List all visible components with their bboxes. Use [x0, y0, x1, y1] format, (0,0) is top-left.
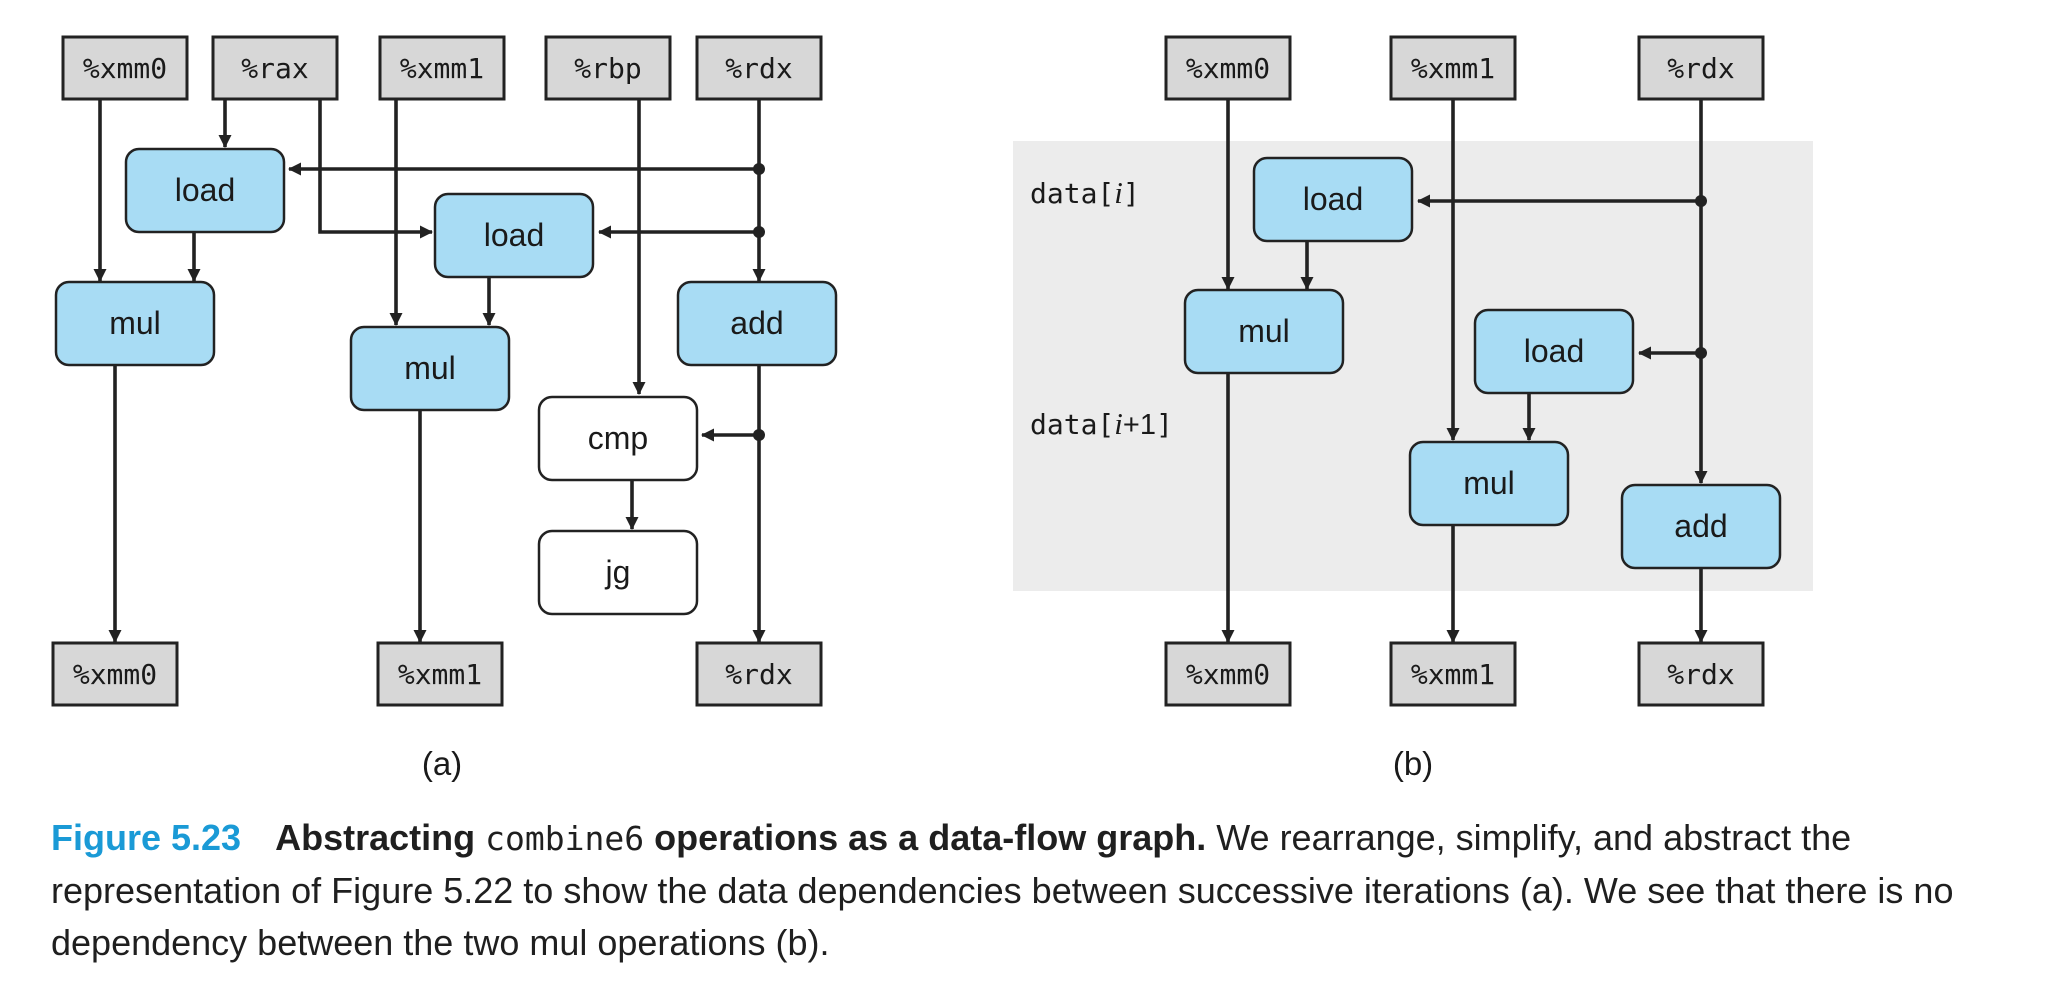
panel-a-label: (a) [422, 745, 462, 782]
op-load-2: load [1473, 308, 1635, 395]
register-rbp-in: %rbp [544, 35, 672, 101]
register-xmm0-in: %xmm0 [61, 35, 189, 101]
wire-rax-to-load2 [318, 99, 433, 239]
svg-text:%rax: %rax [241, 52, 308, 85]
svg-text:mul: mul [404, 350, 456, 386]
register-rdx-out: %rdx [695, 641, 823, 707]
op-add: add [1620, 483, 1782, 570]
op-cmp: cmp [537, 395, 699, 482]
svg-text:load: load [1524, 333, 1585, 369]
svg-text:%rdx: %rdx [725, 658, 792, 691]
svg-text:add: add [730, 305, 783, 341]
caption-code: combine6 [485, 819, 645, 858]
block-label-data-i: data[i] [1030, 175, 1140, 210]
junction-dot [1695, 347, 1707, 359]
svg-text:load: load [175, 172, 236, 208]
svg-text:%xmm0: %xmm0 [1186, 658, 1270, 691]
register-rdx-in: %rdx [1637, 35, 1765, 101]
op-load-2: load [433, 192, 595, 279]
op-add: add [676, 280, 838, 367]
svg-text:jg: jg [605, 554, 631, 590]
figure-number: Figure 5.23 [51, 817, 242, 858]
svg-text:%rdx: %rdx [1667, 52, 1734, 85]
op-mul-2: mul [1408, 440, 1570, 527]
op-load-1: load [124, 147, 286, 234]
svg-text:%rdx: %rdx [1667, 658, 1734, 691]
block-label-data-i-plus-1: data[i+1] [1030, 406, 1173, 441]
svg-text:mul: mul [1463, 465, 1515, 501]
svg-text:mul: mul [1238, 313, 1290, 349]
junction-dot [753, 163, 765, 175]
register-xmm1-out: %xmm1 [376, 641, 504, 707]
register-xmm1-out: %xmm1 [1389, 641, 1517, 707]
register-rdx-in: %rdx [695, 35, 823, 101]
panel-b-label: (b) [1393, 745, 1433, 782]
op-mul-1: mul [54, 280, 216, 367]
panel-b: data[i] data[i+1] %xmm0 %xmm1 [1013, 35, 1813, 782]
caption-body: We rearrange, simplify, and abstract the… [51, 817, 1954, 963]
svg-text:%rdx: %rdx [725, 52, 792, 85]
svg-text:%xmm0: %xmm0 [73, 658, 157, 691]
svg-text:%xmm1: %xmm1 [400, 52, 484, 85]
svg-text:%rbp: %rbp [574, 52, 641, 85]
svg-text:load: load [1303, 181, 1364, 217]
register-xmm0-in: %xmm0 [1164, 35, 1292, 101]
junction-dot [753, 429, 765, 441]
register-xmm1-in: %xmm1 [378, 35, 506, 101]
op-mul-2: mul [349, 325, 511, 412]
svg-text:%xmm1: %xmm1 [1411, 52, 1495, 85]
register-rdx-out: %rdx [1637, 641, 1765, 707]
register-xmm0-out: %xmm0 [51, 641, 179, 707]
svg-text:cmp: cmp [588, 420, 648, 456]
svg-text:%xmm1: %xmm1 [1411, 658, 1495, 691]
svg-text:%xmm0: %xmm0 [83, 52, 167, 85]
register-xmm0-out: %xmm0 [1164, 641, 1292, 707]
op-jg: jg [537, 529, 699, 616]
junction-dot [1695, 195, 1707, 207]
svg-text:mul: mul [109, 305, 161, 341]
svg-text:%xmm1: %xmm1 [398, 658, 482, 691]
register-rax-in: %rax [211, 35, 339, 101]
figure-caption: Figure 5.23 Abstracting combine6 operati… [51, 812, 2041, 969]
op-mul-1: mul [1183, 288, 1345, 375]
panel-b-wires [1221, 99, 1708, 643]
op-load-1: load [1252, 156, 1414, 243]
panel-a-wires [93, 99, 766, 643]
junction-dot [753, 226, 765, 238]
svg-text:add: add [1674, 508, 1727, 544]
panel-a: %xmm0 %rax %xmm1 %rbp %rdx load load [51, 35, 838, 782]
svg-text:%xmm0: %xmm0 [1186, 52, 1270, 85]
svg-text:load: load [484, 217, 545, 253]
caption-title: Abstracting combine6 operations as a dat… [275, 817, 1207, 858]
register-xmm1-in: %xmm1 [1389, 35, 1517, 101]
